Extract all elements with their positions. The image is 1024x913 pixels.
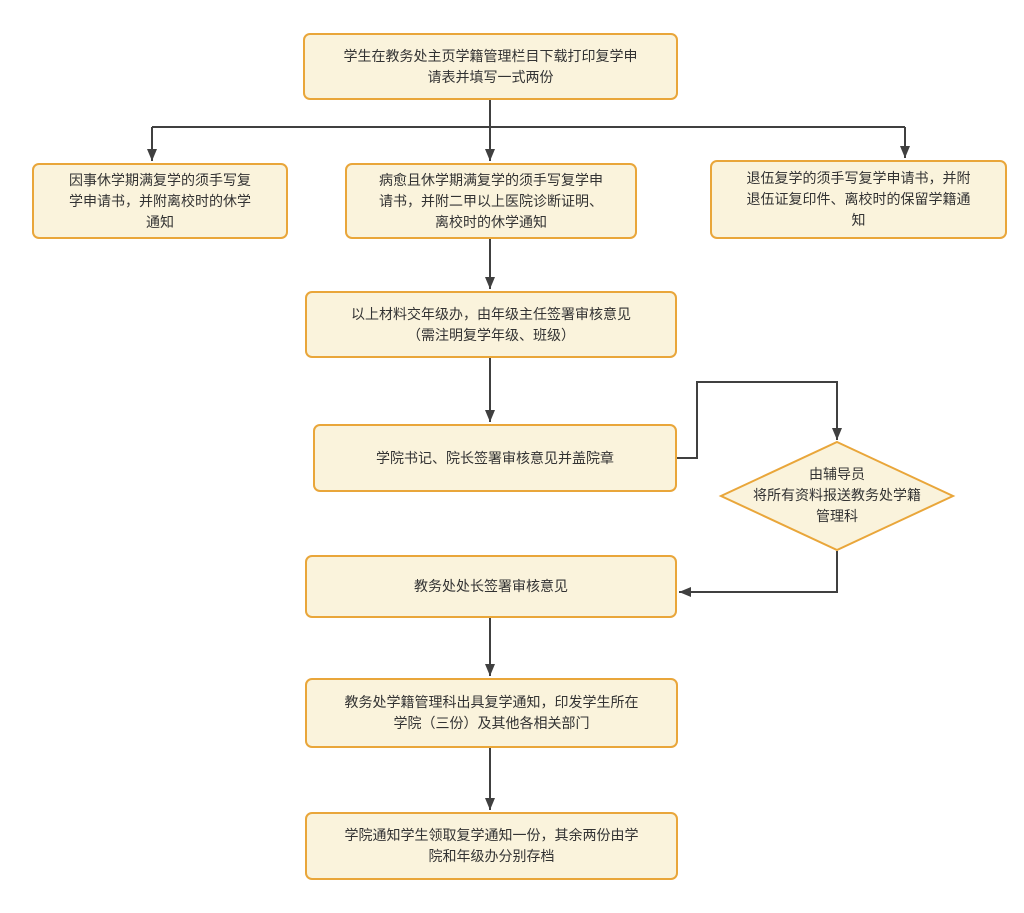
node-start: 学生在教务处主页学籍管理栏目下载打印复学申请表并填写一式两份 (303, 33, 678, 100)
node-grade-office: 以上材料交年级办，由年级主任签署审核意见（需注明复学年级、班级） (305, 291, 677, 358)
node-leave-illness-label: 病愈且休学期满复学的须手写复学申请书，并附二甲以上医院诊断证明、离校时的休学通知 (379, 171, 603, 230)
node-issue-notice-label: 教务处学籍管理科出具复学通知，印发学生所在学院（三份）及其他各相关部门 (344, 694, 639, 731)
decision-diamond-shape (718, 440, 956, 552)
node-archive-label: 学院通知学生领取复学通知一份，其余两份由学院和年级办分别存档 (344, 827, 639, 864)
node-college-sign: 学院书记、院长签署审核意见并盖院章 (313, 424, 677, 492)
edge-college-to-counselor (677, 381, 842, 459)
node-leave-personal: 因事休学期满复学的须手写复学申请书，并附离校时的休学通知 (32, 163, 288, 239)
node-dean-sign-label: 教务处处长签署审核意见 (414, 578, 568, 594)
node-leave-personal-label: 因事休学期满复学的须手写复学申请书，并附离校时的休学通知 (69, 171, 251, 230)
node-leave-military-label: 退伍复学的须手写复学申请书，并附退伍证复印件、离校时的保留学籍通知 (746, 170, 971, 228)
node-counselor-label: 由辅导员 将所有资料报送教务处学籍管理科 (753, 466, 921, 524)
node-archive: 学院通知学生领取复学通知一份，其余两份由学院和年级办分别存档 (305, 812, 678, 880)
node-dean-sign: 教务处处长签署审核意见 (305, 555, 677, 618)
node-start-label: 学生在教务处主页学籍管理栏目下载打印复学申请表并填写一式两份 (343, 47, 638, 85)
node-issue-notice: 教务处学籍管理科出具复学通知，印发学生所在学院（三份）及其他各相关部门 (305, 678, 678, 748)
node-leave-illness: 病愈且休学期满复学的须手写复学申请书，并附二甲以上医院诊断证明、离校时的休学通知 (345, 163, 637, 239)
node-leave-military: 退伍复学的须手写复学申请书，并附退伍证复印件、离校时的保留学籍通知 (710, 160, 1007, 239)
node-college-sign-label: 学院书记、院长签署审核意见并盖院章 (376, 449, 614, 466)
edge-counselor-to-dean (679, 551, 838, 597)
node-grade-office-label: 以上材料交年级办，由年级主任签署审核意见（需注明复学年级、班级） (351, 305, 631, 343)
